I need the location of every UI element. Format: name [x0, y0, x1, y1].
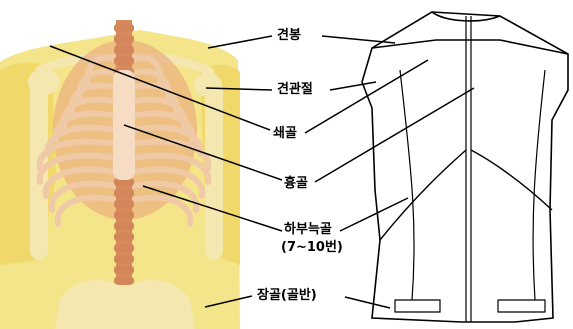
garment-right-dart — [533, 70, 545, 300]
garment-left-dart — [400, 70, 414, 300]
label-sternum: 흉골 — [284, 176, 308, 191]
label-lower-ribs-range: (7~10번) — [281, 240, 343, 255]
garment-curve-left — [380, 150, 466, 240]
leader-shoulder-joint-right — [330, 82, 376, 90]
leader-shoulder-left — [208, 36, 272, 48]
garment-curve-right — [471, 150, 552, 210]
leader-pelvis-right — [345, 297, 390, 308]
garment-shoulder-seam — [372, 40, 568, 54]
label-clavicle: 쇄골 — [273, 126, 297, 141]
label-shoulder-joint: 견관절 — [277, 82, 313, 97]
vertebra — [114, 222, 134, 230]
garment-outline — [362, 12, 568, 322]
label-lower-ribs: 하부늑골 — [284, 222, 332, 237]
label-shoulder: 견봉 — [277, 28, 301, 43]
vertebra — [114, 244, 134, 252]
vertebra — [114, 200, 134, 208]
leader-shoulder-right — [322, 36, 395, 43]
garment-hem-pocket-right — [498, 300, 545, 312]
leader-lower-ribs-right — [340, 198, 408, 231]
vertebra — [114, 24, 134, 32]
vertebra — [114, 57, 134, 65]
right-shoulder-head — [194, 73, 222, 97]
vertebra — [114, 35, 134, 43]
vertebra — [114, 189, 134, 197]
garment-center-back — [466, 16, 471, 322]
vertebra — [114, 211, 134, 219]
garment-drawing — [362, 12, 568, 322]
vertebra — [114, 255, 134, 263]
label-pelvis: 장골(골반) — [257, 288, 317, 303]
leader-clavicle-right — [305, 60, 428, 133]
vertebra — [114, 266, 134, 274]
pelvis-bone — [55, 280, 195, 329]
vertebra — [114, 277, 134, 285]
garment-hem-pocket-left — [395, 300, 440, 312]
vertebra — [114, 46, 134, 54]
anatomy-illustration — [0, 20, 240, 329]
vertebra — [114, 233, 134, 241]
leader-sternum-right — [315, 88, 474, 182]
